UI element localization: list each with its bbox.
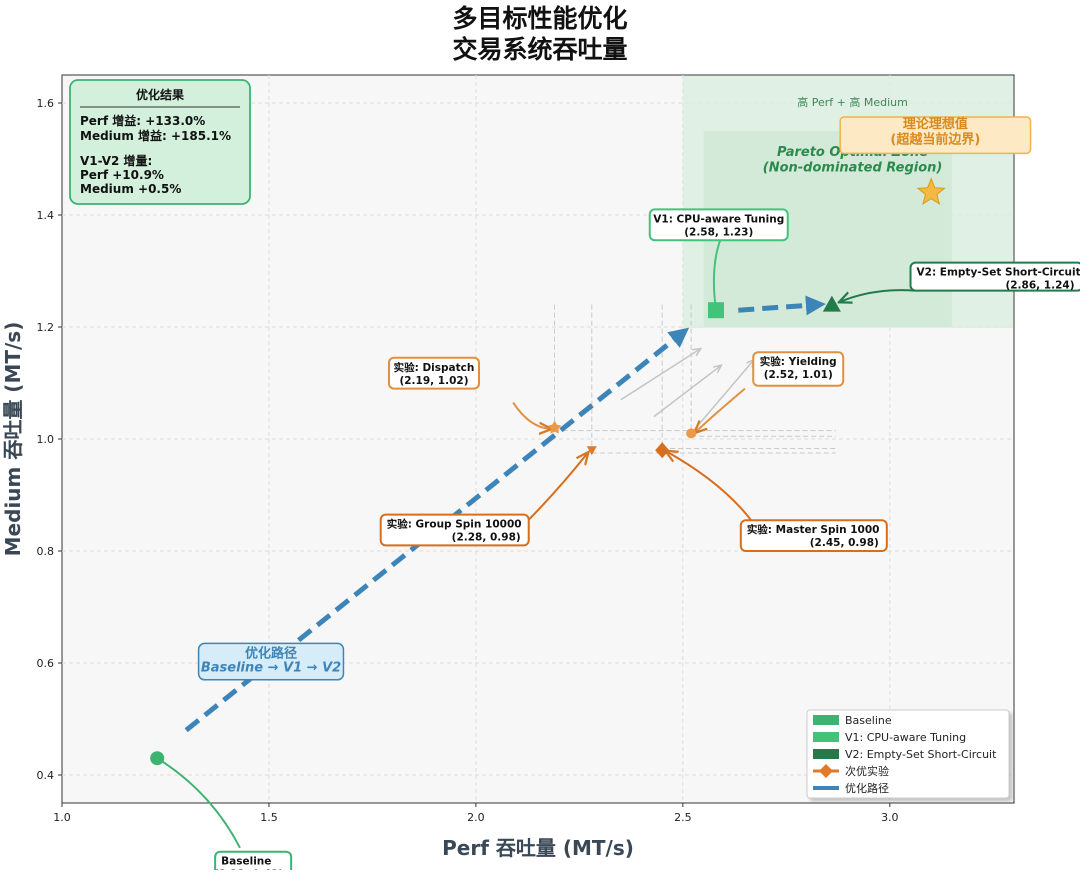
group-spin-annotation-title: 实验: Group Spin 10000 — [387, 518, 522, 531]
legend-label: V1: CPU-aware Tuning — [845, 731, 966, 744]
y-tick-label: 0.8 — [37, 545, 55, 558]
legend-swatch — [813, 732, 839, 742]
chart-subtitle: 交易系统吞吐量 — [452, 35, 627, 64]
v2-marker — [822, 295, 841, 312]
pareto-zone-subtitle: (Non-dominated Region) — [763, 160, 943, 175]
faint-direction-arrow — [620, 349, 700, 401]
y-tick-label: 1.2 — [37, 321, 55, 334]
dispatch-annotation-coords: (2.19, 1.02) — [399, 375, 468, 387]
legend-swatch — [813, 749, 839, 759]
summary-v1v2-medium: Medium +0.5% — [80, 182, 181, 196]
path-label-subtitle: Baseline → V1 → V2 — [201, 660, 341, 675]
group-spin-marker — [586, 446, 597, 456]
x-tick-label: 2.0 — [467, 811, 485, 824]
dispatch-connector — [512, 402, 550, 429]
baseline-connector — [156, 757, 241, 849]
y-tick-label: 1.0 — [37, 433, 55, 446]
v2-connector — [840, 289, 915, 302]
summary-box — [69, 79, 251, 205]
y-tick-label: 0.4 — [37, 769, 55, 782]
summary-medium-gain: Medium 增益: +185.1% — [80, 128, 231, 143]
annotation-boxes: Baseline(1.23, 0.43)V1: CPU-aware Tuning… — [214, 208, 1080, 874]
legend-label: V2: Empty-Set Short-Circuit — [845, 748, 997, 761]
summary-title: 优化结果 — [136, 87, 184, 102]
master-spin-annotation-coords: (2.45, 0.98) — [810, 537, 879, 549]
master-spin-annotation-box — [739, 519, 888, 553]
y-tick-label: 0.6 — [37, 657, 55, 670]
dispatch-annotation-title: 实验: Dispatch — [394, 361, 475, 374]
v1-annotation-coords: (2.58, 1.23) — [684, 226, 753, 238]
dispatch-marker — [547, 420, 562, 434]
v2-annotation-title: V2: Empty-Set Short-Circuit — [917, 267, 1080, 279]
data-markers — [150, 295, 841, 766]
y-axis-ticks: 0.4 0.6 0.8 1.0 1.2 1.4 1.6 — [37, 97, 62, 782]
ideal-value-title: 理论理想值 — [903, 116, 968, 132]
y-tick-label: 1.6 — [37, 97, 55, 110]
x-axis-label: Perf 吞吐量 (MT/s) — [442, 836, 634, 860]
legend-label: Baseline — [845, 714, 892, 727]
baseline-marker — [150, 751, 165, 766]
x-tick-label: 1.0 — [53, 811, 71, 824]
summary-perf-gain: Perf 增益: +133.0% — [80, 113, 205, 128]
x-axis-ticks: 1.0 1.5 2.0 2.5 3.0 — [53, 803, 899, 824]
baseline-annotation-title: Baseline — [221, 856, 271, 868]
group-spin-connector — [524, 453, 588, 524]
summary-v1v2-perf: Perf +10.9% — [80, 168, 164, 182]
path-label-title: 优化路径 — [245, 645, 297, 661]
path-label-box — [197, 642, 345, 681]
y-tick-label: 1.4 — [37, 209, 55, 222]
v2-annotation-coords: (2.86, 1.24) — [1005, 280, 1074, 292]
x-tick-label: 2.5 — [674, 811, 692, 824]
chart-title: 多目标性能优化 — [452, 4, 627, 33]
ideal-star-marker — [916, 177, 946, 206]
optimization-path-v1-v2 — [738, 295, 826, 316]
ideal-value-subtitle: (超越当前边界) — [890, 131, 980, 147]
legend-label: 优化路径 — [845, 781, 889, 795]
master-spin-annotation-title: 实验: Master Spin 1000 — [747, 523, 880, 536]
yielding-annotation-title: 实验: Yielding — [760, 355, 837, 368]
x-tick-label: 1.5 — [260, 811, 278, 824]
y-axis-label: Medium 吞吐量 (MT/s) — [1, 322, 25, 557]
yielding-annotation-coords: (2.52, 1.01) — [764, 369, 833, 381]
master-spin-connector — [666, 451, 755, 524]
yielding-connector — [695, 387, 746, 433]
group-spin-annotation-coords: (2.28, 0.98) — [452, 532, 521, 544]
faint-direction-arrow — [653, 366, 720, 418]
region-label: 高 Perf + 高 Medium — [797, 95, 908, 109]
pareto-zone — [703, 131, 952, 327]
legend-swatch — [813, 715, 839, 725]
v1-annotation-title: V1: CPU-aware Tuning — [653, 213, 784, 225]
x-tick-label: 3.0 — [881, 811, 899, 824]
annotation-connectors — [156, 217, 915, 849]
yielding-marker — [686, 428, 697, 439]
v2-annotation-box — [909, 261, 1080, 292]
yielding-annotation-box — [752, 351, 845, 387]
legend-swatch-diamond — [819, 764, 833, 778]
dispatch-annotation-box — [387, 356, 480, 390]
legend-label: 次优实验 — [845, 764, 889, 778]
v1-annotation-box — [648, 208, 789, 242]
master-spin-marker — [655, 442, 670, 459]
baseline-annotation-box — [214, 850, 293, 874]
v1-marker — [707, 302, 724, 319]
summary-v1v2-title: V1-V2 增量: — [80, 153, 152, 168]
legend-frame — [806, 709, 1010, 799]
group-spin-annotation-box — [379, 513, 530, 547]
ideal-value-box — [839, 116, 1032, 155]
guide-lines — [554, 304, 837, 454]
